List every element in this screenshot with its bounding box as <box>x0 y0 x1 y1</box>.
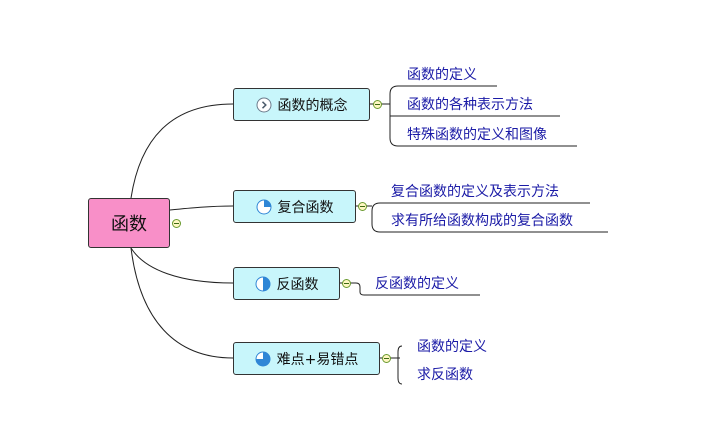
connector-root-branch-1 <box>130 103 234 199</box>
branch-node-inverse-function[interactable]: 反函数 <box>233 267 340 300</box>
leaf-node[interactable]: 函数的定义 <box>407 67 477 83</box>
branch-label: 难点+易错点 <box>276 351 359 368</box>
root-label: 函数 <box>111 214 147 235</box>
connector-root-branch-4 <box>130 247 234 359</box>
branch-label: 复合函数 <box>277 199 334 216</box>
leaf-node[interactable]: 求反函数 <box>417 367 473 383</box>
branch-label: 函数的概念 <box>277 97 348 114</box>
half-pie-icon <box>255 276 271 292</box>
quarter-pie-icon <box>256 199 272 215</box>
branch-node-function-concept[interactable]: 函数的概念 <box>233 88 370 121</box>
branch-collapse-toggle[interactable] <box>382 354 391 363</box>
leaf-node[interactable]: 复合函数的定义及表示方法 <box>391 184 559 200</box>
three-quarter-pie-icon <box>255 351 271 367</box>
chevron-right-circle-icon <box>256 97 272 113</box>
branch-collapse-toggle[interactable] <box>358 202 367 211</box>
leaf-node[interactable]: 反函数的定义 <box>375 276 459 292</box>
branch-node-difficulties[interactable]: 难点+易错点 <box>233 342 380 375</box>
root-node[interactable]: 函数 <box>88 198 170 248</box>
branch-collapse-toggle[interactable] <box>373 100 382 109</box>
leaf-node[interactable]: 求有所给函数构成的复合函数 <box>391 213 573 229</box>
connector-root-branch-2 <box>169 205 234 211</box>
branch-collapse-toggle[interactable] <box>342 279 351 288</box>
leaf-node[interactable]: 特殊函数的定义和图像 <box>407 127 547 143</box>
connector-root-branch-3 <box>130 247 234 284</box>
branch-node-composite-function[interactable]: 复合函数 <box>233 190 356 223</box>
branch-label: 反函数 <box>276 276 319 293</box>
root-collapse-toggle[interactable] <box>172 219 181 228</box>
leaf-node[interactable]: 函数的各种表示方法 <box>407 97 533 113</box>
leaf-node[interactable]: 函数的定义 <box>417 339 487 355</box>
